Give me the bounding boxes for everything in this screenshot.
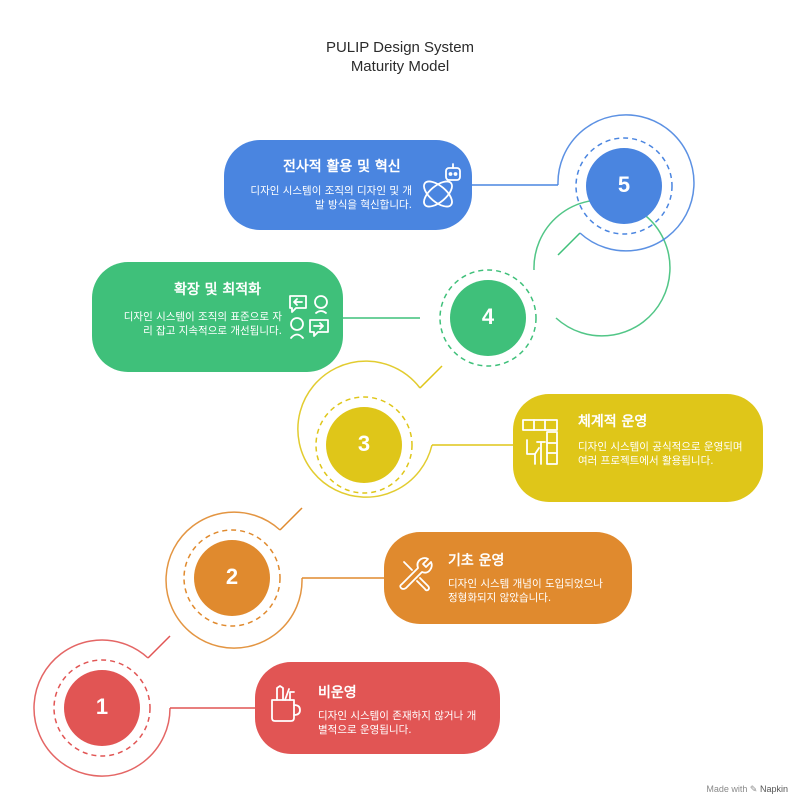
people-exchange-icon — [288, 294, 332, 344]
level-2-card: 기초 운영 디자인 시스템 개념이 도입되었으나 정형화되지 않았습니다. — [384, 532, 632, 624]
napkin-watermark: Made with ✎ Napkin — [706, 784, 788, 795]
office-workspace-icon — [521, 418, 561, 472]
level-1-number: 1 — [95, 694, 109, 719]
level-1-card: 비운영 디자인 시스템이 존재하지 않거나 개별적으로 운영됩니다. — [255, 662, 500, 754]
pen-icon: ✎ — [749, 784, 758, 794]
made-with-label: Made with — [706, 784, 748, 794]
level-4-number: 4 — [481, 304, 495, 329]
level-5-desc: 디자인 시스템이 조직의 디자인 및 개발 방식을 혁신합니다. — [250, 185, 412, 211]
diagram-title: PULIP Design System Maturity Model — [0, 38, 800, 76]
level-1-node — [33, 639, 255, 777]
level-2-number: 2 — [225, 564, 239, 589]
level-1-desc: 디자인 시스템이 존재하지 않거나 개별적으로 운영됩니다. — [318, 710, 477, 736]
robot-orbit-icon — [418, 162, 466, 216]
level-2-desc: 디자인 시스템 개념이 도입되었으나 정형화되지 않았습니다. — [448, 578, 603, 604]
level-4-desc: 디자인 시스템이 조직의 표준으로 자리 잡고 지속적으로 개선됩니다. — [123, 311, 282, 337]
title-line-2: Maturity Model — [350, 58, 450, 75]
connector-1-2 — [147, 635, 171, 659]
level-3-title: 체계적 운영 — [578, 414, 648, 430]
level-3-desc: 디자인 시스템이 공식적으로 운영되며 여러 프로젝트에서 활용됩니다. — [578, 441, 743, 467]
level-3-card: 체계적 운영 디자인 시스템이 공식적으로 운영되며 여러 프로젝트에서 활용됩… — [513, 394, 763, 502]
level-2-node — [165, 511, 384, 649]
level-5-node — [472, 114, 695, 252]
brand-label: Napkin — [759, 784, 788, 794]
connector-3-4 — [419, 365, 443, 389]
level-5-card: 전사적 활용 및 혁신 디자인 시스템이 조직의 디자인 및 개발 방식을 혁신… — [224, 140, 472, 230]
level-1-title: 비운영 — [318, 685, 357, 701]
level-4-card: 확장 및 최적화 디자인 시스템이 조직의 표준으로 자리 잡고 지속적으로 개… — [92, 262, 343, 372]
wrench-tools-icon — [396, 554, 436, 598]
level-5-number: 5 — [617, 172, 631, 197]
title-line-1: PULIP Design System — [325, 39, 475, 56]
art-supplies-cup-icon — [267, 684, 303, 728]
level-3-number: 3 — [357, 431, 371, 456]
connector-4-5 — [557, 232, 581, 256]
level-2-title: 기초 운영 — [448, 553, 505, 569]
level-3-node — [297, 360, 513, 498]
level-5-title: 전사적 활용 및 혁신 — [283, 159, 401, 175]
connector-2-3 — [279, 507, 303, 531]
level-4-title: 확장 및 최적화 — [174, 282, 262, 298]
